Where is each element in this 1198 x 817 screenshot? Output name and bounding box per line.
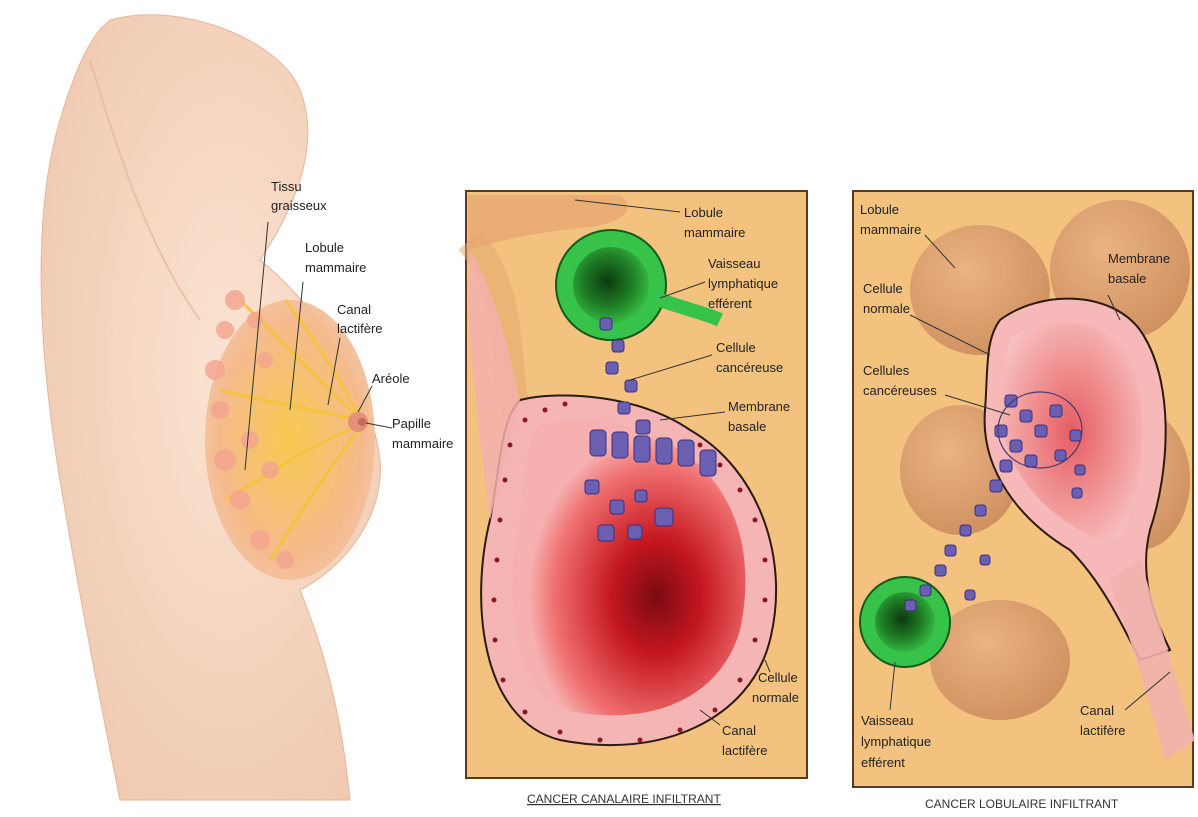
label-areole: Aréole xyxy=(372,371,410,386)
caption-cancer-canalaire: CANCER CANALAIRE INFILTRANT xyxy=(527,792,721,806)
caption-cancer-lobulaire: CANCER LOBULAIRE INFILTRANT xyxy=(925,797,1119,811)
lymphatic-vessel-lumen xyxy=(573,247,649,323)
nipple xyxy=(358,418,366,426)
